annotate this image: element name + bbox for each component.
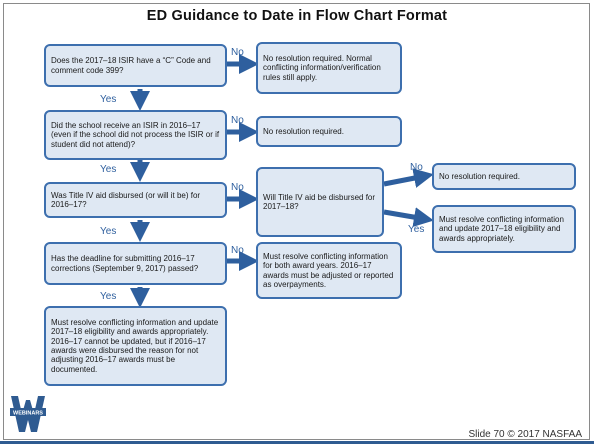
label-no-q4: No xyxy=(231,245,244,256)
question-title-iv-2017-18: Will Title IV aid be disbursed for 2017–… xyxy=(256,167,384,237)
slide-title: ED Guidance to Date in Flow Chart Format xyxy=(146,8,448,24)
result-no-resolution-3: No resolution required. xyxy=(432,163,576,190)
webinars-logo: WEBINARS xyxy=(10,394,46,434)
label-no-q2: No xyxy=(231,115,244,126)
question-isir-2016-17: Did the school receive an ISIR in 2016–1… xyxy=(44,110,227,160)
slide-frame xyxy=(3,3,590,440)
result-resolve-document: Must resolve conflicting information and… xyxy=(44,306,227,386)
question-title-iv-2016-17: Was Title IV aid disbursed (or will it b… xyxy=(44,182,227,218)
arrow-q3b-yes xyxy=(383,207,434,228)
result-no-resolution-1: No resolution required. Normal conflicti… xyxy=(256,42,402,94)
arrow-q3b-no xyxy=(383,168,434,188)
label-yes-q2: Yes xyxy=(100,164,117,175)
result-resolve-both-years: Must resolve conflicting information for… xyxy=(256,242,402,299)
label-yes-q3b: Yes xyxy=(408,224,425,235)
label-yes-q4: Yes xyxy=(100,291,117,302)
logo-text: WEBINARS xyxy=(13,411,43,417)
question-isir-c-code: Does the 2017–18 ISIR have a “C” Code an… xyxy=(44,44,227,87)
result-no-resolution-2: No resolution required. xyxy=(256,116,402,147)
label-no-q3: No xyxy=(231,182,244,193)
label-no-q3b: No xyxy=(410,162,423,173)
result-update-2017-18: Must resolve conflicting information and… xyxy=(432,205,576,253)
question-deadline-passed: Has the deadline for submitting 2016–17 … xyxy=(44,242,227,285)
slide-footer: Slide 70 © 2017 NASFAA xyxy=(468,429,582,440)
label-yes-q3: Yes xyxy=(100,226,117,237)
label-no-q1: No xyxy=(231,47,244,58)
bottom-bar xyxy=(0,441,594,444)
label-yes-q1: Yes xyxy=(100,94,117,105)
